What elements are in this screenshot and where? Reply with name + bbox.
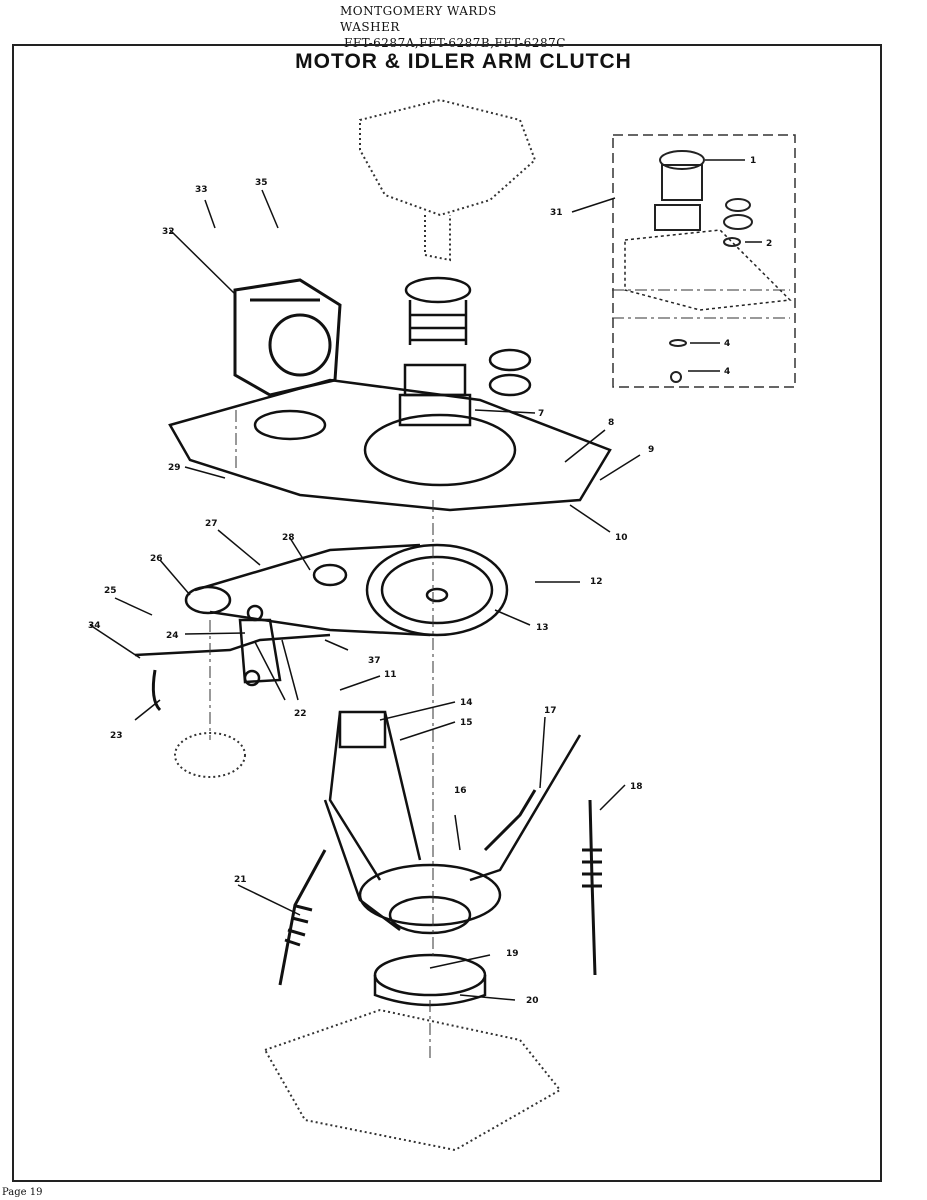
callout-37: 37 — [368, 656, 381, 666]
springs — [278, 789, 602, 986]
callout-16: 16 — [454, 786, 467, 796]
callout-17: 17 — [544, 706, 557, 716]
callout-18: 18 — [630, 782, 643, 792]
bottom-outline — [174, 732, 562, 1152]
header-models: FFT-6287A,FFT-6287B,FFT-6287C — [340, 36, 570, 50]
guide-lines — [209, 289, 790, 1060]
motor — [233, 278, 342, 397]
callout-21: 21 — [234, 875, 247, 885]
callout-35: 35 — [255, 178, 268, 188]
page-number: Page 19 — [2, 1187, 43, 1198]
leader-lines — [89, 159, 762, 1001]
callout-25: 25 — [104, 586, 117, 596]
callout-34: 34 — [88, 621, 101, 631]
header-product: WASHER — [340, 20, 400, 34]
callout-31: 31 — [550, 208, 563, 218]
callout-27: 27 — [205, 519, 218, 529]
page-frame — [12, 44, 882, 1182]
callout-9: 9 — [648, 445, 654, 455]
callout-8: 8 — [608, 418, 614, 428]
callout-labels: 1 2 4 4 7 8 9 10 11 12 13 14 15 16 17 18… — [88, 156, 772, 1006]
callout-10: 10 — [615, 533, 628, 543]
callout-15: 15 — [460, 718, 473, 728]
callout-32: 32 — [162, 227, 175, 237]
callout-26: 26 — [150, 554, 163, 564]
idler-arm — [134, 604, 331, 712]
callout-11: 11 — [384, 670, 397, 680]
callout-13: 13 — [536, 623, 549, 633]
callout-19: 19 — [506, 949, 519, 959]
transmission-outline — [359, 98, 537, 262]
callout-4-b: 4 — [724, 367, 730, 377]
callout-12: 12 — [590, 577, 603, 587]
callout-29: 29 — [168, 463, 181, 473]
callout-2: 2 — [766, 239, 772, 249]
coil-stack — [398, 276, 532, 427]
pulleys-belt — [184, 543, 509, 637]
callout-33: 33 — [195, 185, 208, 195]
callout-7: 7 — [538, 409, 544, 419]
header-brand: MONTGOMERY WARDS — [340, 4, 497, 18]
callout-28: 28 — [282, 533, 295, 543]
callout-24: 24 — [166, 631, 179, 641]
callout-23: 23 — [110, 731, 123, 741]
inset-box — [612, 134, 796, 388]
callout-4-a: 4 — [724, 339, 730, 349]
inset-parts — [624, 150, 792, 383]
callout-14: 14 — [460, 698, 473, 708]
page-title: MOTOR & IDLER ARM CLUTCH — [295, 50, 632, 73]
callout-22: 22 — [294, 709, 307, 719]
callout-1: 1 — [750, 156, 756, 166]
callout-20: 20 — [526, 996, 539, 1006]
base-plate — [168, 378, 612, 512]
